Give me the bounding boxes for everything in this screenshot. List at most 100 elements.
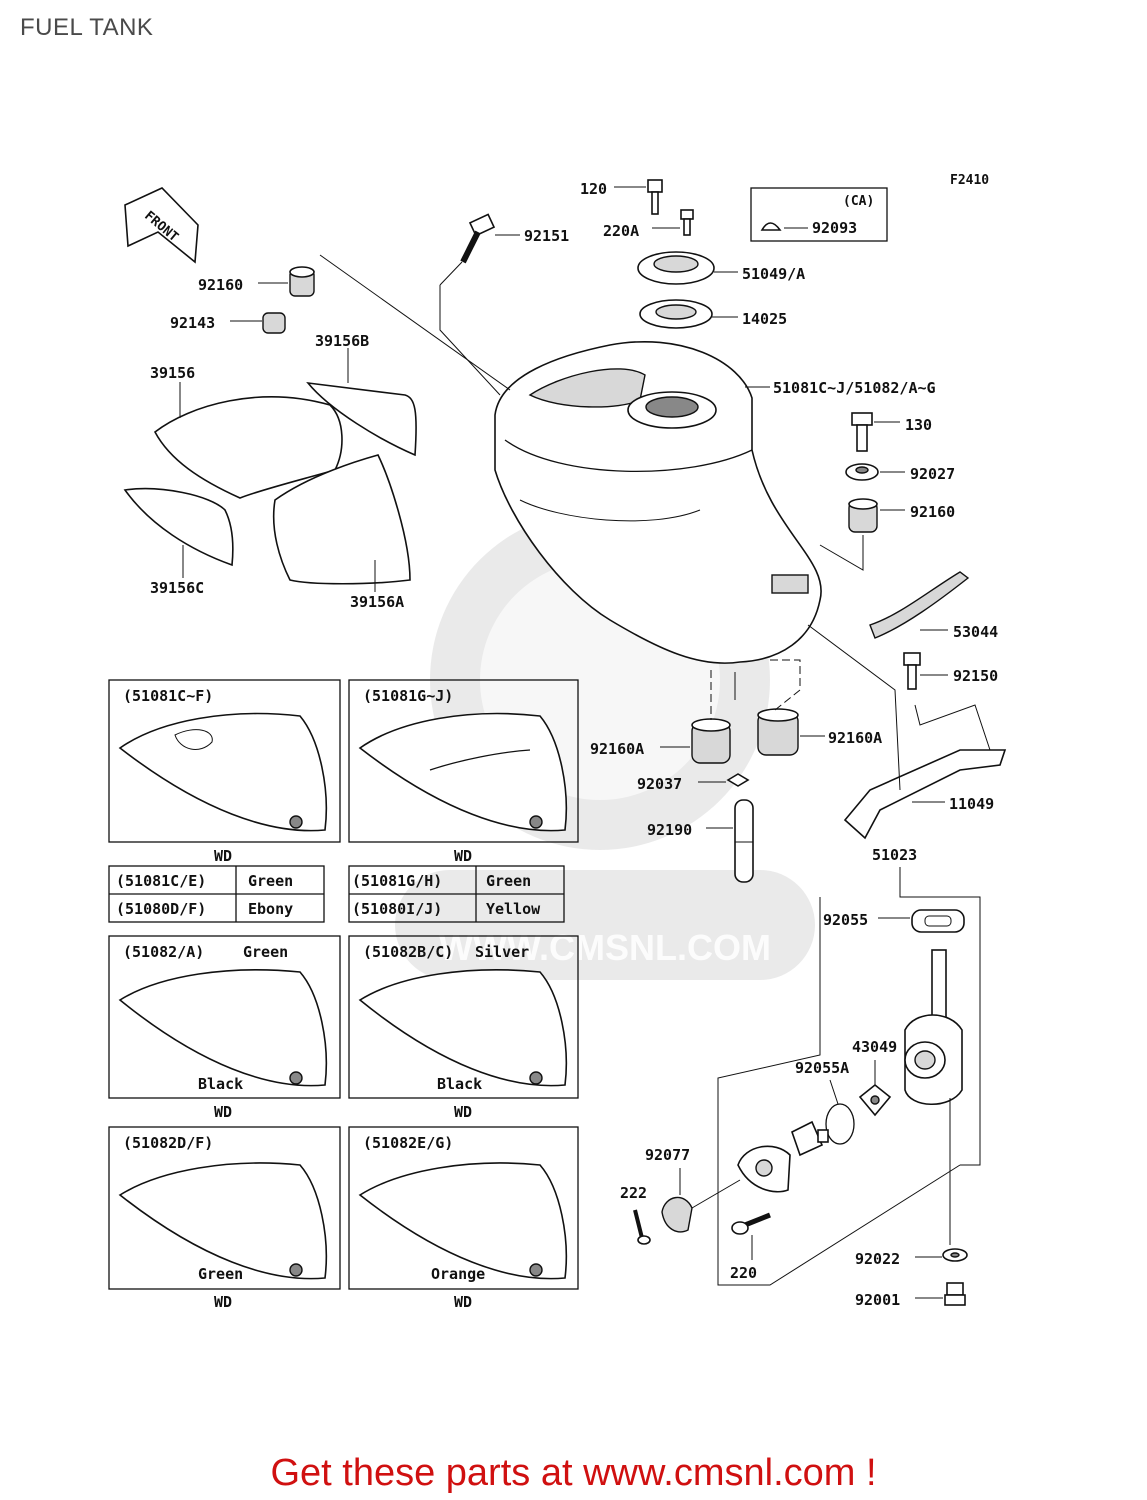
variant-2-wd: WD [454, 847, 472, 865]
fuel-cock-body-icon [904, 949, 963, 1106]
callout-92150: 92150 [953, 667, 998, 685]
variant-4-title: (51082B/C) [363, 943, 453, 961]
collar-92027-icon [845, 463, 879, 481]
front-arrow-icon: FRONT [124, 187, 199, 264]
callout-51081: 51081C~J/51082/A~G [773, 379, 936, 397]
callout-92077: 92077 [645, 1146, 690, 1164]
grommet-92143-icon [262, 312, 286, 334]
damper-92160a-right-icon [757, 708, 799, 756]
callout-220a: 220A [603, 222, 639, 240]
screw-220-icon [731, 1212, 771, 1235]
hose-92190-icon [734, 799, 754, 883]
variant-1-title: (51081C~F) [123, 687, 213, 705]
damper-92160a-left-icon [691, 718, 731, 764]
variant-1-wd: WD [214, 847, 232, 865]
callout-92001: 92001 [855, 1291, 900, 1309]
callout-92055a: 92055A [795, 1059, 849, 1077]
callout-120: 120 [580, 180, 607, 198]
callout-14025: 14025 [742, 310, 787, 328]
color-table-1-color-1: Green [248, 872, 293, 890]
cap-gasket-icon [639, 299, 713, 329]
pad-39156c-icon [123, 487, 234, 567]
drain-bolt-92001-icon [944, 1282, 966, 1306]
page-title: FUEL TANK [20, 14, 154, 41]
fuel-tank-icon [494, 341, 822, 664]
fuel-tank-diagram: WWW.CMSNL.COM F2410 FRONT (CA) 92093 120… [108, 173, 1007, 1311]
bolt-92150-icon [903, 652, 921, 690]
footer-link[interactable]: Get these parts at www.cmsnl.com ! [270, 1452, 877, 1494]
variant-3-wd: WD [214, 1103, 232, 1121]
pad-39156b-icon [306, 381, 417, 457]
callout-92160a-right: 92160A [828, 729, 882, 747]
ca-box: (CA) 92093 [750, 187, 888, 242]
variant-4-note: Silver [475, 943, 529, 961]
valve-plug-icon [791, 1120, 829, 1157]
color-table-2: (51081G/H) Green (51080I/J) Yellow [348, 865, 565, 923]
callout-92022: 92022 [855, 1250, 900, 1268]
callout-51049: 51049/A [742, 265, 805, 283]
color-table-2-code-2: (51080I/J) [352, 900, 442, 918]
variant-box-1: (51081C~F) WD [108, 679, 341, 865]
callout-92160a-left: 92160A [590, 740, 644, 758]
bolt-120-icon [647, 179, 663, 215]
callout-53044: 53044 [953, 623, 998, 641]
bolt-92151-icon [460, 213, 496, 264]
callout-92160-left: 92160 [198, 276, 243, 294]
callout-220: 220 [730, 1264, 757, 1282]
callout-92027: 92027 [910, 465, 955, 483]
o-ring-92055a-icon [825, 1103, 855, 1145]
clip-92037-icon [726, 773, 750, 787]
knob-92077-icon [661, 1196, 693, 1233]
callout-92143: 92143 [170, 314, 215, 332]
callout-39156: 39156 [150, 364, 195, 382]
variant-box-6: (51082E/G) Orange WD [348, 1126, 579, 1311]
variant-3-note: Green [243, 943, 288, 961]
washer-92022-icon [942, 1248, 968, 1262]
callout-39156a: 39156A [350, 593, 404, 611]
variant-3-under: Black [198, 1075, 243, 1093]
variant-5-wd: WD [214, 1293, 232, 1311]
ca-box-part: 92093 [812, 219, 857, 237]
bracket-11049-icon [843, 749, 1007, 840]
callout-92160-right: 92160 [910, 503, 955, 521]
variant-4-under: Black [437, 1075, 482, 1093]
color-table-1-code-1: (51081C/E) [116, 872, 206, 890]
callout-130: 130 [905, 416, 932, 434]
gasket-43049-icon [858, 1083, 892, 1117]
callout-11049: 11049 [949, 795, 994, 813]
variant-6-title: (51082E/G) [363, 1134, 453, 1152]
color-table-1-code-2: (51080D/F) [116, 900, 206, 918]
callout-92190: 92190 [647, 821, 692, 839]
callout-92055: 92055 [823, 911, 868, 929]
color-table-2-color-1: Green [486, 872, 531, 890]
variant-4-wd: WD [454, 1103, 472, 1121]
fuel-cap-icon [637, 251, 715, 285]
watermark-text: WWW.CMSNL.COM [439, 927, 771, 968]
gasket-92055-icon [911, 909, 965, 933]
variant-5-under: Green [198, 1265, 243, 1283]
callout-92037: 92037 [637, 775, 682, 793]
callout-222: 222 [620, 1184, 647, 1202]
variant-2-title: (51081G~J) [363, 687, 453, 705]
variant-6-wd: WD [454, 1293, 472, 1311]
lever-plate-icon [737, 1145, 791, 1193]
screw-220a-icon [680, 209, 694, 236]
callout-43049: 43049 [852, 1038, 897, 1056]
callout-39156b: 39156B [315, 332, 369, 350]
damper-92160-icon [848, 498, 878, 533]
ca-box-header: (CA) [843, 194, 874, 209]
variant-3-title: (51082/A) [123, 943, 204, 961]
damper-92160-left-icon [289, 266, 315, 297]
screw-222-icon [633, 1209, 651, 1245]
bolt-130-icon [851, 412, 873, 452]
color-table-1: (51081C/E) Green (51080D/F) Ebony [108, 865, 325, 923]
callout-39156c: 39156C [150, 579, 204, 597]
variant-box-2: (51081G~J) WD [348, 679, 579, 865]
variant-box-4: (51082B/C) Silver Black WD [348, 935, 579, 1121]
pad-39156a-icon [272, 454, 411, 585]
callout-51023: 51023 [872, 846, 917, 864]
figure-code: F2410 [950, 173, 989, 188]
variant-6-under: Orange [431, 1265, 485, 1283]
callout-92151: 92151 [524, 227, 569, 245]
variant-5-title: (51082D/F) [123, 1134, 213, 1152]
